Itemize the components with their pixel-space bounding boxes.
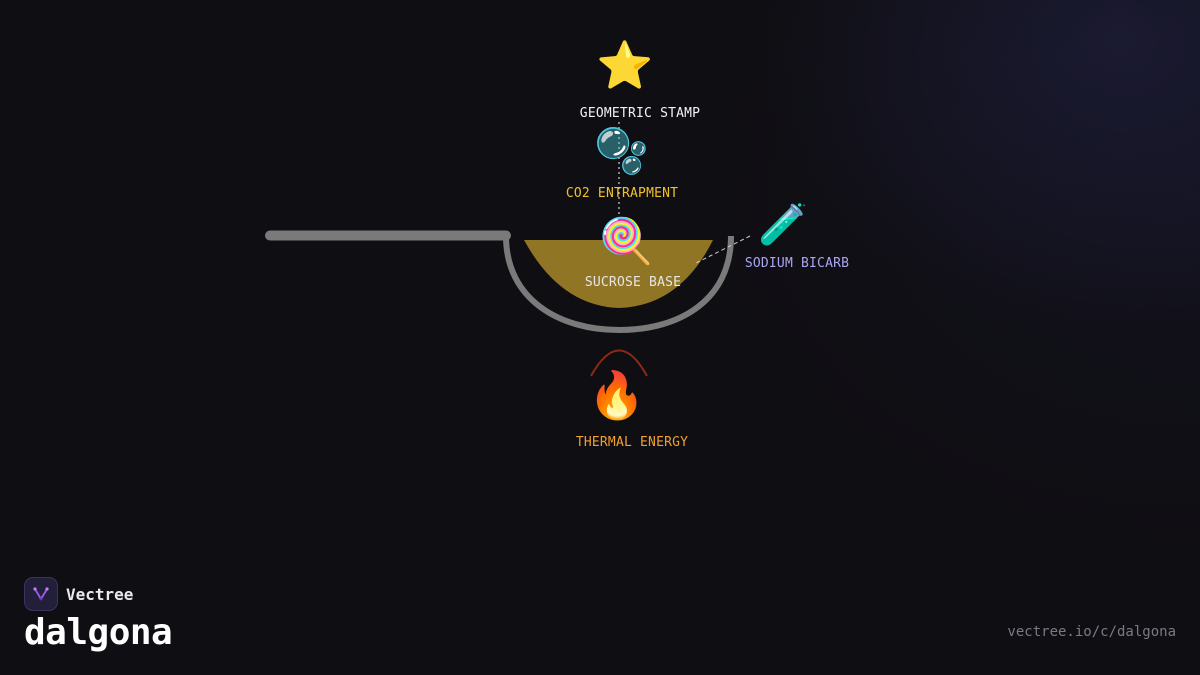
source-url: vectree.io/c/dalgona: [1007, 624, 1176, 640]
label-co2-entrapment: CO2 ENTRAPMENT: [565, 186, 679, 201]
label-sucrose-base: SUCROSE BASE: [584, 275, 682, 290]
ladle-bowl: [503, 235, 734, 334]
lollipop-icon: 🍭: [598, 216, 654, 267]
vectree-logo-icon: [24, 577, 58, 611]
heat-arc: [590, 349, 648, 377]
label-thermal-energy: THERMAL ENERGY: [575, 435, 689, 450]
syrup-fill: [524, 240, 713, 308]
test-tube-icon: 🧪: [758, 202, 808, 248]
brand-name: Vectree: [66, 584, 134, 604]
connector-bicarb-sucrose: [693, 235, 751, 265]
label-geometric-stamp: GEOMETRIC STAMP: [579, 106, 701, 121]
star-icon: ⭐: [596, 38, 654, 92]
brand: Vectree: [24, 577, 133, 611]
page-title: dalgona: [24, 612, 173, 653]
fire-icon: 🔥: [588, 368, 646, 422]
label-sodium-bicarb: SODIUM BICARB: [744, 256, 850, 271]
bubbles-icon: 🫧: [594, 126, 649, 177]
